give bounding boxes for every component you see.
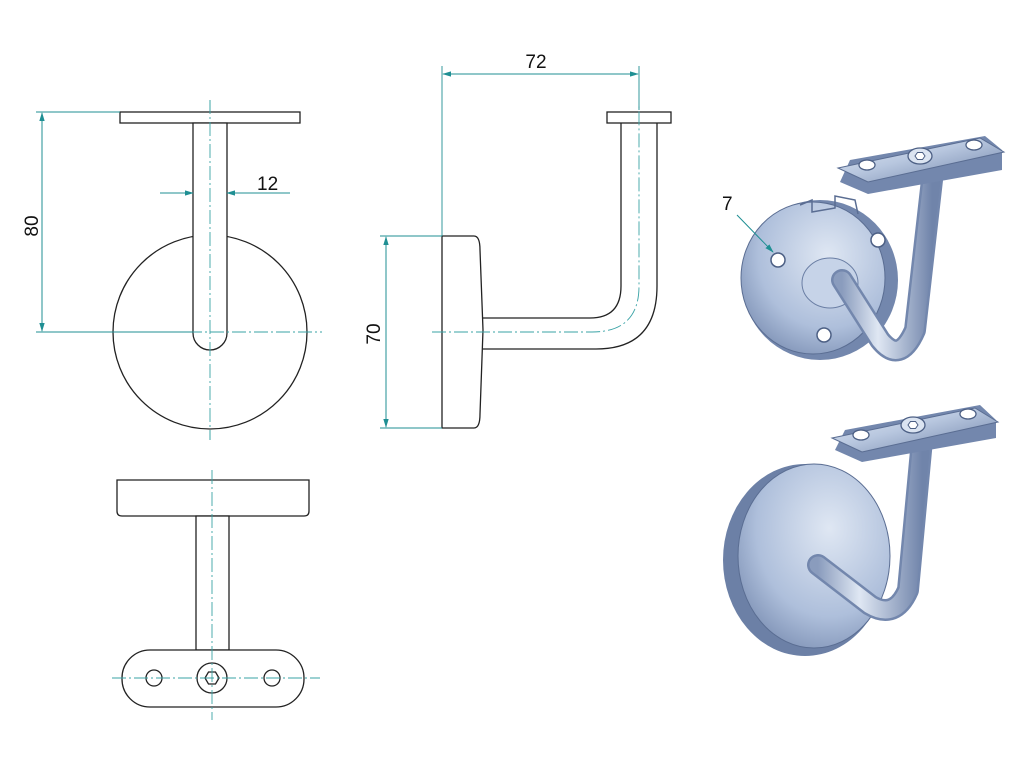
- front-hex-icon: [907, 421, 919, 429]
- rear-hole-right: [870, 232, 886, 248]
- front-plate-hole-right: [959, 408, 977, 420]
- top-view-stem: [195, 515, 230, 651]
- dimension-base-diameter: 70: [364, 235, 442, 429]
- rear-disc-notches: [799, 195, 859, 215]
- dimension-label-72: 72: [525, 52, 546, 73]
- side-view: [432, 104, 672, 429]
- dimension-label-12: 12: [257, 174, 278, 195]
- callout-leader: [736, 214, 774, 253]
- iso-view-rear: [740, 136, 1006, 362]
- dimension-stem-width: 12: [160, 174, 290, 196]
- dimension-label-80: 80: [22, 215, 43, 236]
- rear-hex-icon: [914, 152, 926, 160]
- dimension-overall-height: 80: [22, 111, 193, 333]
- arm-inner-edge: [483, 123, 658, 350]
- front-rod: [809, 431, 931, 619]
- hole-callout: 7: [722, 194, 774, 253]
- callout-label-7: 7: [722, 194, 733, 215]
- rear-hole-left: [770, 252, 786, 268]
- dimension-projection: 72: [441, 52, 640, 236]
- top-view-disc: [116, 479, 310, 517]
- arm-outer-edge: [483, 123, 622, 319]
- front-plate-hole-left: [852, 429, 870, 441]
- rear-plate-hole-left: [858, 159, 876, 171]
- rear-plate-hole-right: [965, 139, 983, 151]
- rear-rod: [833, 171, 941, 359]
- iso-view-front: [723, 405, 1000, 656]
- front-view: [100, 100, 322, 440]
- top-view: [112, 470, 320, 720]
- dimension-label-70: 70: [364, 323, 385, 344]
- rear-hole-bottom: [816, 327, 832, 343]
- side-view-centerline: [432, 104, 640, 333]
